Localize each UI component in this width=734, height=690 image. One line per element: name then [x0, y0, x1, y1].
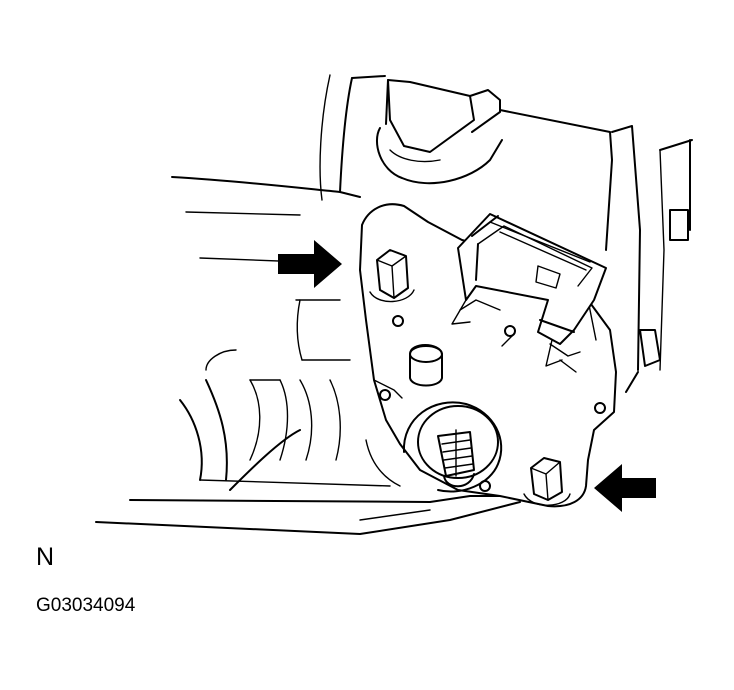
bolt-lower — [523, 457, 571, 506]
arrow-left-icon — [594, 464, 656, 512]
manual-shaft-lever — [376, 79, 503, 185]
figure-code: G03034094 — [36, 595, 136, 616]
arrow-right-icon — [278, 240, 342, 288]
bolt-upper — [369, 249, 415, 303]
shaft-boss — [402, 401, 503, 493]
connector — [451, 213, 607, 367]
view-label: N — [36, 543, 55, 571]
transmission-housing — [95, 74, 693, 535]
